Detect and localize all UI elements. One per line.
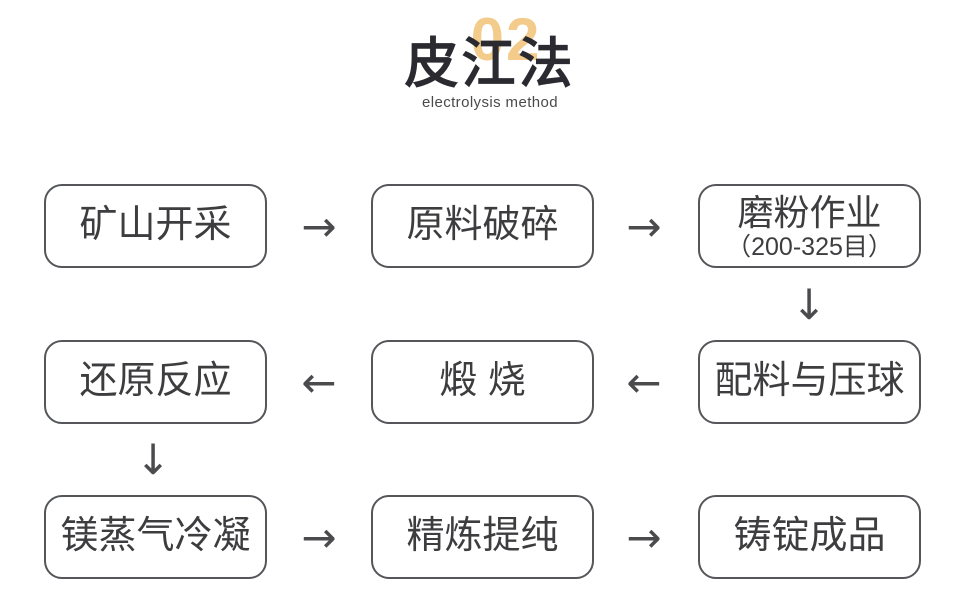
node-label: 镁蒸气冷凝 bbox=[60, 515, 251, 558]
node-label: 精炼提纯 bbox=[406, 515, 559, 558]
node-label: 铸锭成品 bbox=[733, 515, 886, 558]
page-title: 皮江法 bbox=[404, 34, 576, 94]
node-crushing: 原料破碎 bbox=[371, 184, 594, 268]
section-number: 02 bbox=[470, 6, 542, 73]
node-refining: 精炼提纯 bbox=[371, 495, 594, 579]
arrow-right-icon: → bbox=[626, 202, 662, 251]
arrow-down-icon: ↓ bbox=[791, 280, 827, 329]
arrow-right-icon: → bbox=[626, 513, 662, 562]
node-condensation: 镁蒸气冷凝 bbox=[44, 495, 267, 579]
node-label: 煅 烧 bbox=[439, 360, 526, 403]
node-ingot: 铸锭成品 bbox=[698, 495, 921, 579]
node-mining: 矿山开采 bbox=[44, 184, 267, 268]
arrow-left-icon: ← bbox=[626, 358, 662, 407]
node-label: 磨粉作业 bbox=[737, 191, 882, 233]
node-label: 原料破碎 bbox=[406, 204, 559, 247]
node-grinding: 磨粉作业 （200-325目） bbox=[698, 184, 921, 268]
node-label: 还原反应 bbox=[79, 360, 232, 403]
node-calcination: 煅 烧 bbox=[371, 340, 594, 424]
arrow-right-icon: → bbox=[301, 202, 337, 251]
node-sublabel: （200-325目） bbox=[726, 232, 893, 261]
node-label: 矿山开采 bbox=[79, 204, 232, 247]
node-reduction: 还原反应 bbox=[44, 340, 267, 424]
header: 02 皮江法 electrolysis method bbox=[0, 0, 980, 112]
arrow-right-icon: → bbox=[301, 513, 337, 562]
node-briquetting: 配料与压球 bbox=[698, 340, 921, 424]
page-subtitle: electrolysis method bbox=[422, 94, 558, 112]
arrow-left-icon: ← bbox=[301, 358, 337, 407]
node-label: 配料与压球 bbox=[714, 360, 905, 403]
arrow-down-icon: ↓ bbox=[135, 435, 171, 484]
